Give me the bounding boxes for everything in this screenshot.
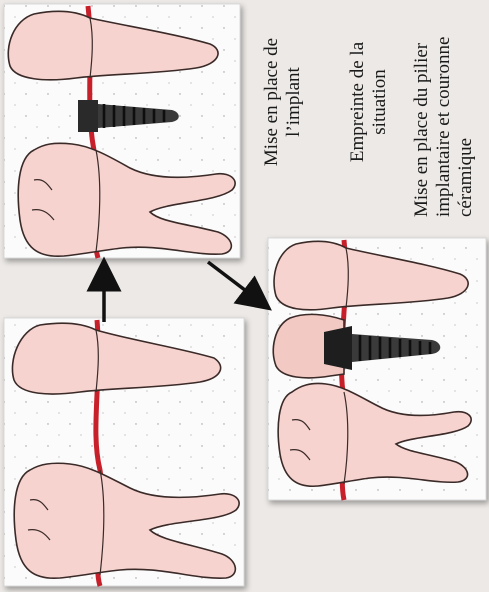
caption-step1: Mise en place de l’implant: [261, 2, 305, 202]
caption-step3-line1: Mise en place du pilier: [411, 0, 433, 217]
caption-step2: Empreinte de la situation: [347, 2, 391, 202]
arrow-step2-to-step3: [208, 262, 258, 300]
caption-step2-line2: situation: [369, 2, 391, 202]
panel-final-crown: [268, 238, 486, 500]
caption-step3: Mise en place du pilier implantaire et c…: [411, 0, 477, 217]
panel-implant-placed: [4, 4, 240, 258]
caption-step3-line2: implantaire et couronne: [433, 0, 455, 217]
caption-step1-line1: Mise en place de: [261, 2, 283, 202]
caption-step2-line1: Empreinte de la: [347, 2, 369, 202]
caption-step3-line3: céramique: [455, 0, 477, 217]
panel-initial-situation: [4, 318, 244, 586]
caption-step1-line2: l’implant: [283, 2, 305, 202]
